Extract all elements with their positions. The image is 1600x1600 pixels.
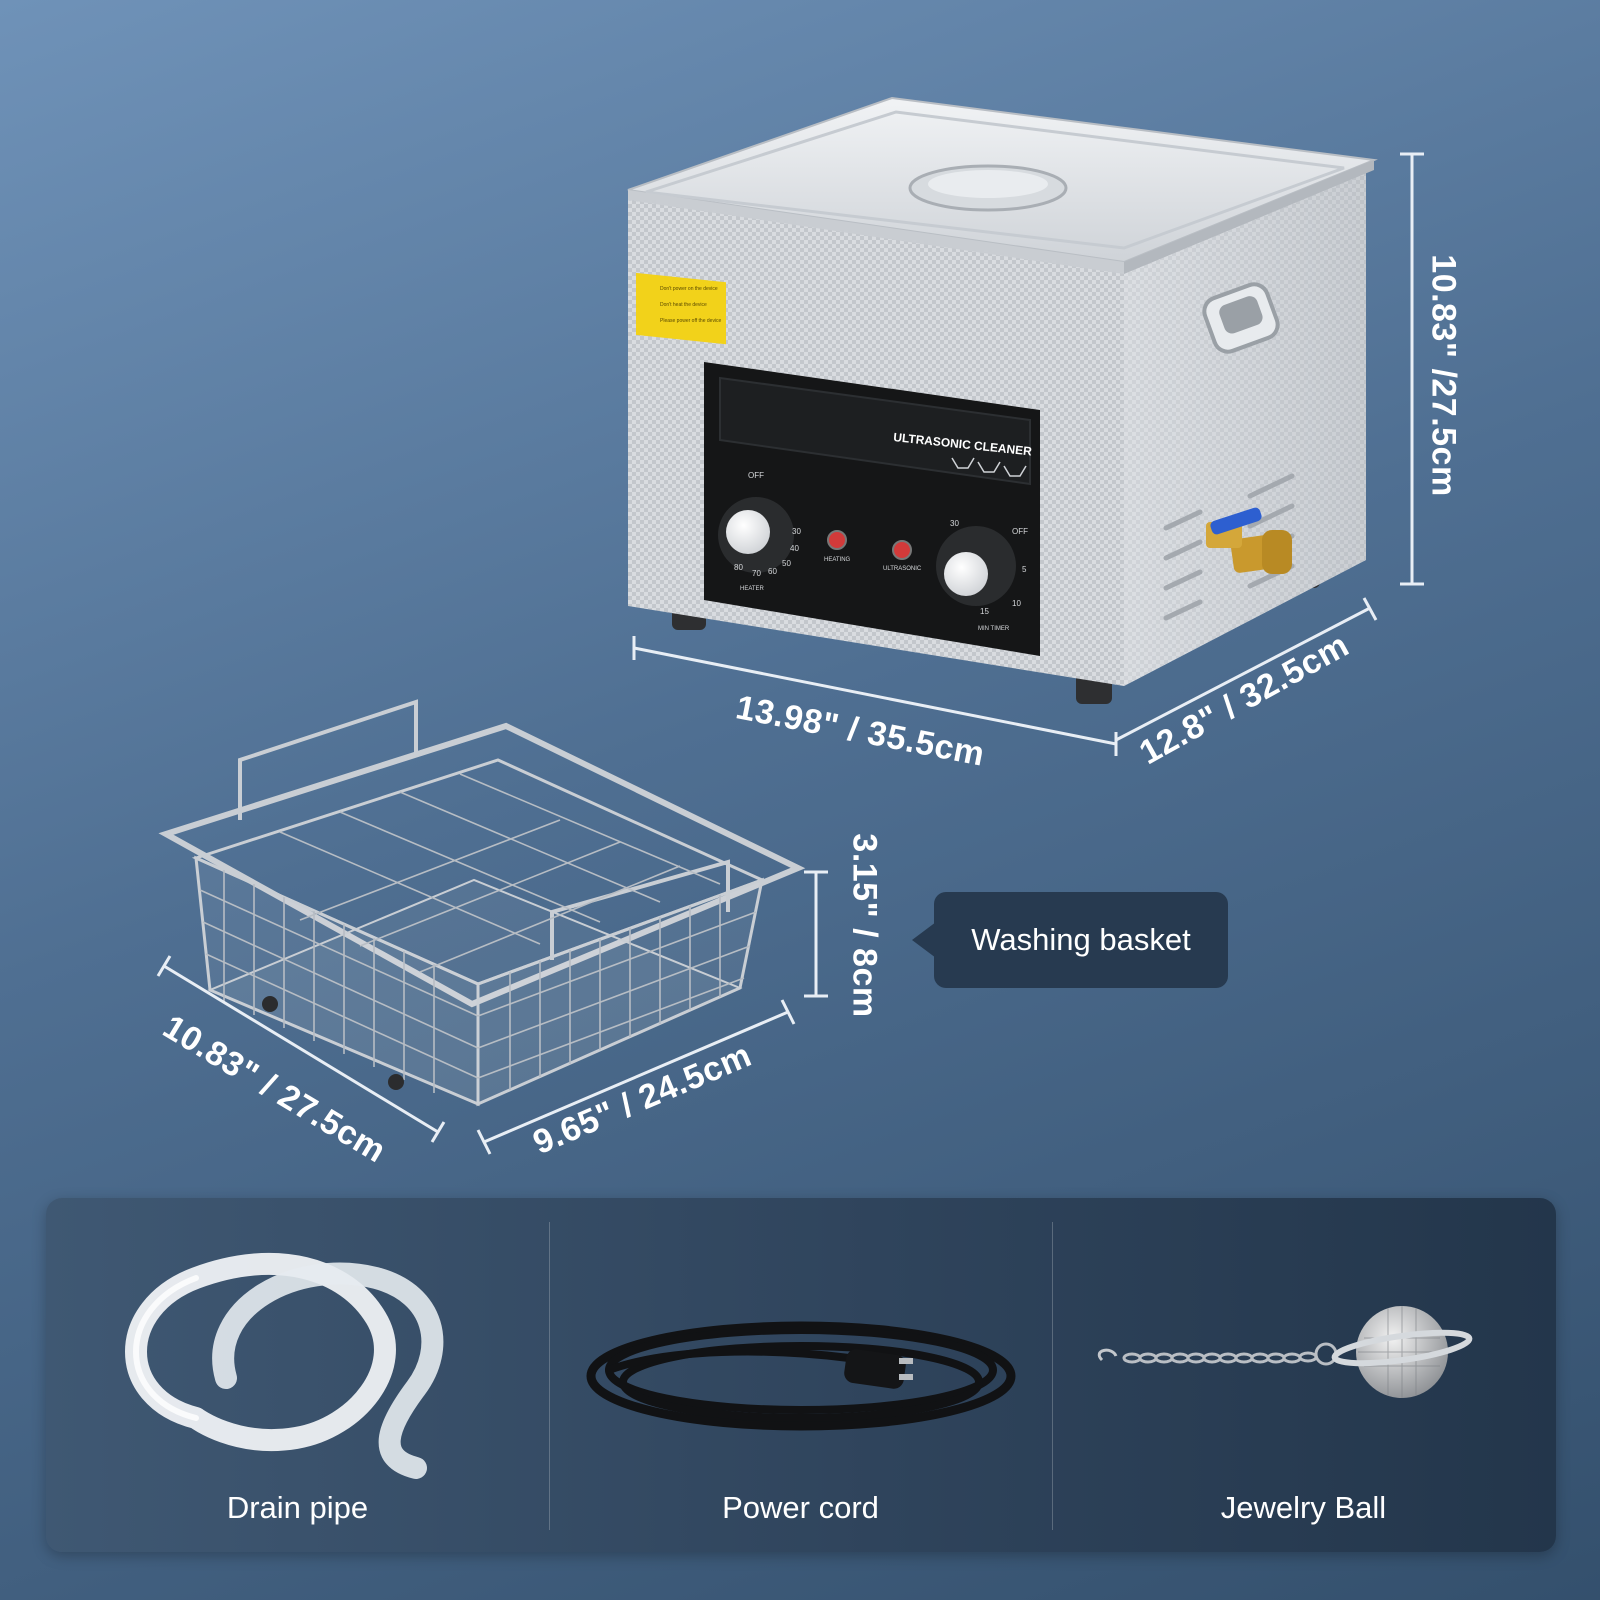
svg-text:MIN TIMER: MIN TIMER [978,626,1010,632]
svg-text:40: 40 [790,544,799,553]
cleaner-height-label: 10.83" /27.5cm [1424,254,1463,497]
svg-text:30: 30 [950,519,959,528]
svg-text:30: 30 [792,527,801,536]
accessory-power-cord: Power cord [549,1198,1052,1552]
timer-knob [944,552,988,596]
svg-text:OFF: OFF [1012,527,1028,536]
svg-text:80: 80 [734,563,743,572]
accessory-label: Jewelry Ball [1220,1490,1387,1525]
basket-height-label: 3.15" / 8cm [845,833,884,1018]
svg-text:70: 70 [752,569,761,578]
svg-text:Please power off the device: Please power off the device [660,318,722,324]
washing-basket-callout: Washing basket [934,892,1228,988]
accessory-label: Power cord [722,1490,879,1525]
svg-text:50: 50 [782,559,791,568]
svg-text:60: 60 [768,567,777,576]
jewelry-ball-icon [1097,1306,1473,1398]
accessory-drain-pipe: Drain pipe [46,1198,549,1552]
callout-label: Washing basket [971,922,1191,957]
accessories-panel: Drain pipe Power cord [46,1198,1556,1552]
drain-pipe-icon [125,1252,444,1479]
svg-text:HEATER: HEATER [740,586,765,592]
washing-basket-image [158,699,806,1107]
svg-text:Don't power on the device: Don't power on the device [660,286,718,292]
panel-divider [549,1222,550,1530]
svg-text:HEATING: HEATING [824,557,851,563]
power-cord-icon [586,1321,1016,1431]
panel-divider [1052,1222,1053,1530]
warning-label [636,272,726,345]
svg-text:15: 15 [980,607,989,616]
ultrasonic-indicator [892,540,912,560]
svg-text:OFF: OFF [748,471,764,480]
svg-text:ULTRASONIC: ULTRASONIC [883,566,922,572]
svg-text:5: 5 [1022,565,1027,574]
heater-knob [726,510,770,554]
accessory-jewelry-ball: Jewelry Ball [1052,1198,1555,1552]
svg-text:Don't heat the device: Don't heat the device [660,302,707,308]
svg-text:10: 10 [1012,599,1021,608]
heating-indicator [827,530,847,550]
accessory-label: Drain pipe [226,1490,369,1525]
callout-pointer [912,922,936,958]
